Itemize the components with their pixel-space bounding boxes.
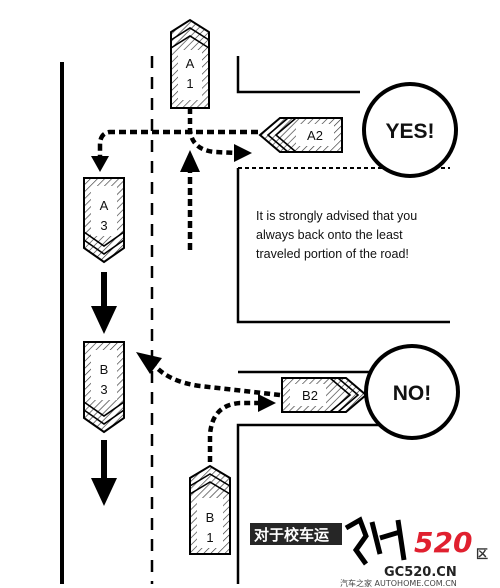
vehicle-b1-label-letter: B (206, 510, 215, 525)
arrow-b2-to-b3 (136, 352, 281, 398)
vehicle-b3 (83, 341, 125, 434)
no-bubble-text: NO! (393, 382, 432, 405)
vehicle-b1 (189, 464, 231, 555)
arrow-b1-to-b2 (207, 394, 276, 462)
advice-text: It is strongly advised that you always b… (256, 209, 418, 261)
yes-bubble-text: YES! (385, 120, 434, 143)
vehicle-a2 (258, 117, 343, 153)
watermark-logo-suffix: 区 (476, 547, 488, 561)
watermark-caption-bg (250, 523, 342, 545)
arrow-forward-up (180, 150, 200, 250)
vehicle-b1-label-number: 1 (206, 530, 213, 545)
vehicle-a3-label-letter: A (100, 198, 109, 213)
vehicle-a1-label-number: 1 (186, 76, 193, 91)
arrow-b3-down (91, 440, 117, 506)
arrow-a3-down (91, 272, 117, 334)
arrow-a1-to-a2 (187, 108, 252, 162)
vehicle-b3-label-letter: B (100, 362, 109, 377)
watermark-site: GC520.CN (384, 565, 457, 580)
arrow-a2-to-a3 (91, 129, 258, 172)
watermark: 对于校车运 520 区 GC520.CN 汽车之家 AUTOHOME.COM.C… (250, 516, 488, 588)
vehicle-a3-label-number: 3 (100, 218, 107, 233)
side-road-lower (236, 370, 410, 584)
vehicle-b3-label-number: 3 (100, 382, 107, 397)
watermark-logo-mark (344, 516, 407, 566)
yes-bubble: YES! (362, 82, 458, 178)
vehicle-a3 (83, 177, 125, 264)
vehicle-a1 (170, 18, 210, 109)
watermark-logo-number: 520 (414, 526, 472, 559)
vehicle-a2-label: A2 (307, 128, 323, 143)
watermark-caption: 对于校车运 (254, 526, 329, 544)
vehicle-b2-label: B2 (302, 388, 318, 403)
vehicle-b2 (281, 377, 368, 413)
watermark-credit: 汽车之家 AUTOHOME.COM.CN (340, 578, 457, 588)
no-bubble: NO! (364, 344, 460, 440)
vehicle-a1-label-letter: A (186, 56, 195, 71)
